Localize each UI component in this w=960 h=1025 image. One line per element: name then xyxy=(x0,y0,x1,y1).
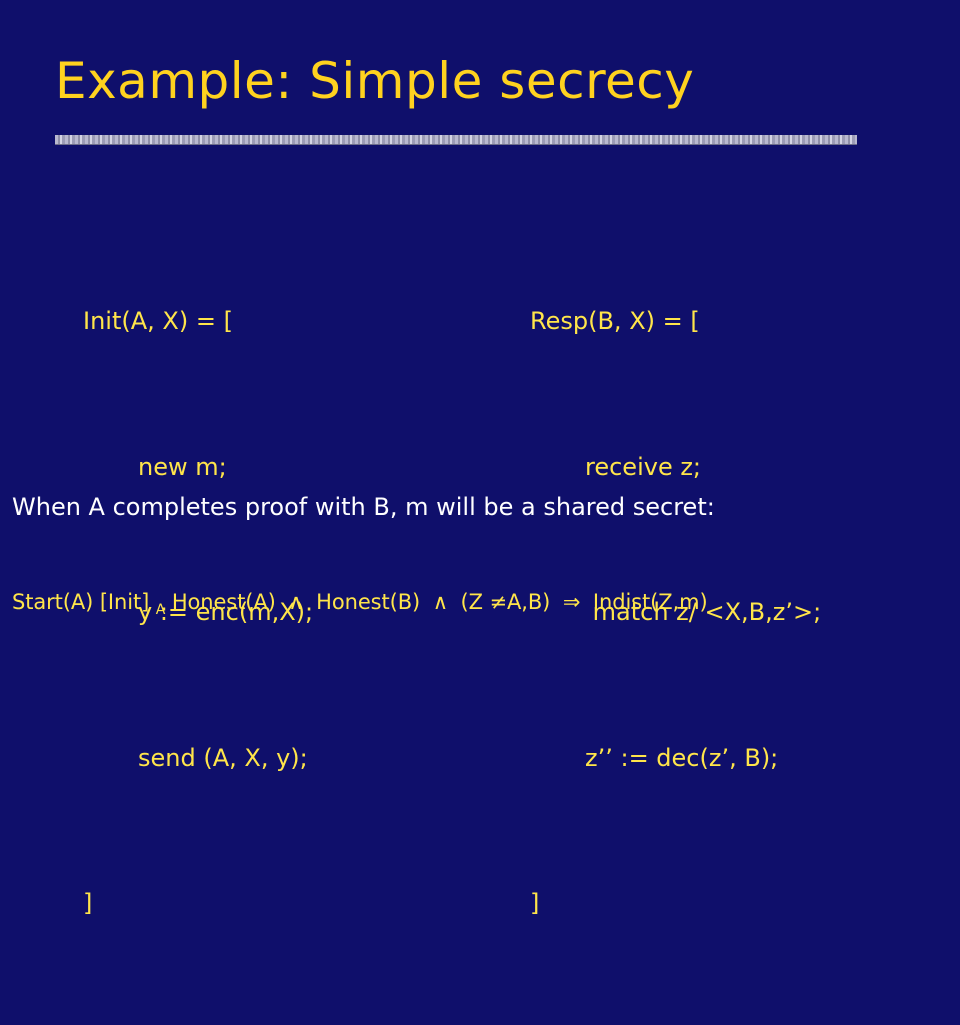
code-line: Resp(B, X) = [ xyxy=(530,307,700,335)
formula-subscript: A xyxy=(155,602,166,618)
code-line: match z/ <X,B,z’>; xyxy=(585,598,822,626)
formula-honest-b: Honest(B) xyxy=(316,590,421,614)
code-line: receive z; xyxy=(585,452,702,481)
code-line: ] xyxy=(83,889,93,917)
code-line: z’’ := dec(z’, B); xyxy=(585,743,779,772)
formula-start: Start(A) [Init] xyxy=(12,590,150,614)
code-line: send (A, X, y); xyxy=(138,743,308,772)
secrecy-statement: When A completes proof with B, m will be… xyxy=(12,493,715,521)
code-line: new m; xyxy=(138,452,227,481)
slide-title: Example: Simple secrecy xyxy=(55,52,695,110)
code-line: ] xyxy=(530,889,540,917)
title-divider xyxy=(55,135,857,144)
formula-condition: (Z ≠A,B) xyxy=(460,590,551,614)
implies-symbol: ⇒ xyxy=(562,590,581,614)
code-line: y := enc(m,X); xyxy=(138,598,314,626)
logical-and-symbol: ∧ xyxy=(288,590,304,614)
formula-conclusion: Indist(Z,m) xyxy=(592,590,708,614)
secrecy-formula: Start(A) [Init] A Honest(A) ∧ Honest(B) … xyxy=(12,590,708,618)
formula-honest-a: Honest(A) xyxy=(171,590,276,614)
code-line: Init(A, X) = [ xyxy=(83,307,233,335)
slide: Example: Simple secrecy Init(A, X) = [ n… xyxy=(12,52,857,917)
logical-and-symbol: ∧ xyxy=(432,590,448,614)
